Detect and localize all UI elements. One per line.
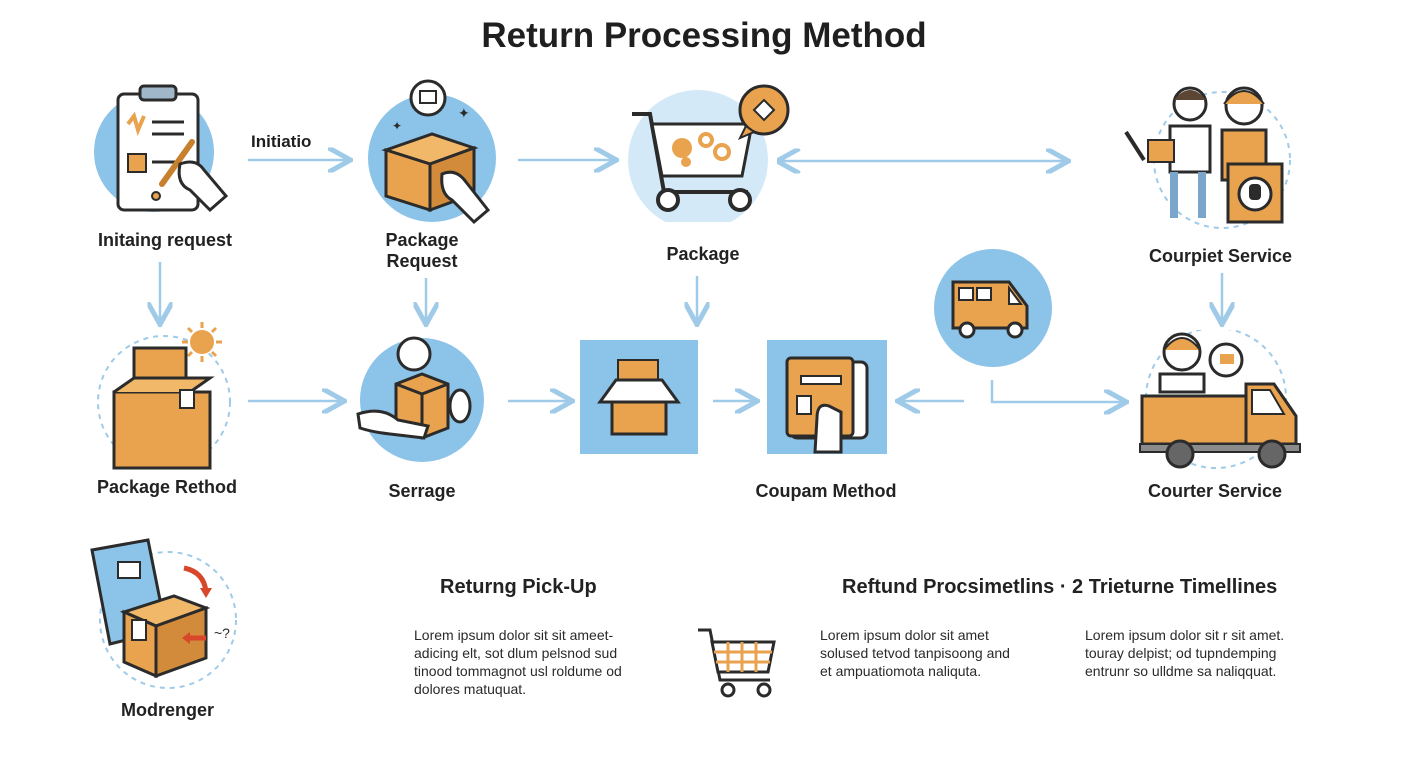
open-box-tile: [580, 340, 698, 454]
node-label-package-request: Package Request: [385, 230, 459, 271]
arrow-van-to-truck: [990, 380, 1124, 402]
book-box-icon: ~?: [90, 538, 230, 679]
chat-bubble-icon: [396, 336, 432, 372]
shopping-cart-icon: [632, 112, 754, 212]
hand-pen-icon: [159, 139, 229, 213]
node-label-storage: Serrage: [388, 481, 456, 501]
node-label-coupon-method: Coupam Method: [755, 481, 897, 501]
flow-arrow-label: Initiatio: [251, 132, 312, 151]
svg-text:✦: ✦: [392, 119, 402, 133]
svg-text:~?: ~?: [214, 625, 230, 641]
node-label-courier-service-top: Courpiet Service: [1148, 246, 1293, 266]
box-touch-icon: [381, 132, 491, 225]
chat-bubble-icon: [409, 79, 447, 117]
page-title: Return Processing Method: [481, 16, 927, 55]
section-heading-pickup: Returng Pick-Up: [440, 576, 597, 598]
van-circle: [933, 248, 1053, 368]
section-heading-refund: Reftund Procsimetlins · 2 Trieturne Time…: [842, 576, 1278, 598]
node-label-package: Package: [666, 244, 740, 264]
delivery-truck-icon: [1139, 382, 1301, 469]
coupon-tile: [767, 340, 887, 470]
package-cart-icon: [626, 82, 796, 222]
node-label-package-method: Package Rethod: [96, 477, 238, 497]
sun-icon: [182, 322, 222, 362]
van-icon: [951, 280, 1029, 339]
box-handover-icon: [356, 372, 472, 440]
svg-text:✦: ✦: [458, 105, 470, 121]
section-body-pickup: Lorem ipsum dolor sit sit ameet- adicing…: [414, 627, 622, 697]
clipboard-icon: [116, 84, 200, 212]
stacked-boxes-icon: [112, 346, 215, 470]
coupon-phone-icon: [785, 356, 869, 454]
chat-bubble-icon: [737, 84, 790, 140]
package-method-icon: [96, 322, 236, 477]
section-body-refund-col2: Lorem ipsum dolor sit r sit amet. touray…: [1085, 627, 1285, 679]
courier-person-right: [1220, 86, 1284, 224]
courier-person-left: [1124, 86, 1212, 218]
couriers-icon: [1124, 84, 1294, 234]
open-box-icon: [597, 359, 681, 436]
courier-truck-icon: [1138, 330, 1308, 480]
storage-icon: [354, 332, 494, 462]
initiating-request-icon: [92, 84, 242, 219]
section-body-refund-col1: Lorem ipsum dolor sit amet solused tetvo…: [820, 627, 1010, 679]
node-label-initiating-request: Initaing request: [97, 230, 232, 250]
package-request-icon: ✦ ✦: [362, 78, 512, 228]
modrenger-icon: ~?: [90, 536, 255, 696]
cart-icon: [696, 626, 782, 700]
node-label-modrenger: Modrenger: [120, 700, 214, 720]
chat-bubble-icon: [1208, 342, 1244, 378]
node-label-courier-service-bottom: Courter Service: [1147, 481, 1283, 501]
